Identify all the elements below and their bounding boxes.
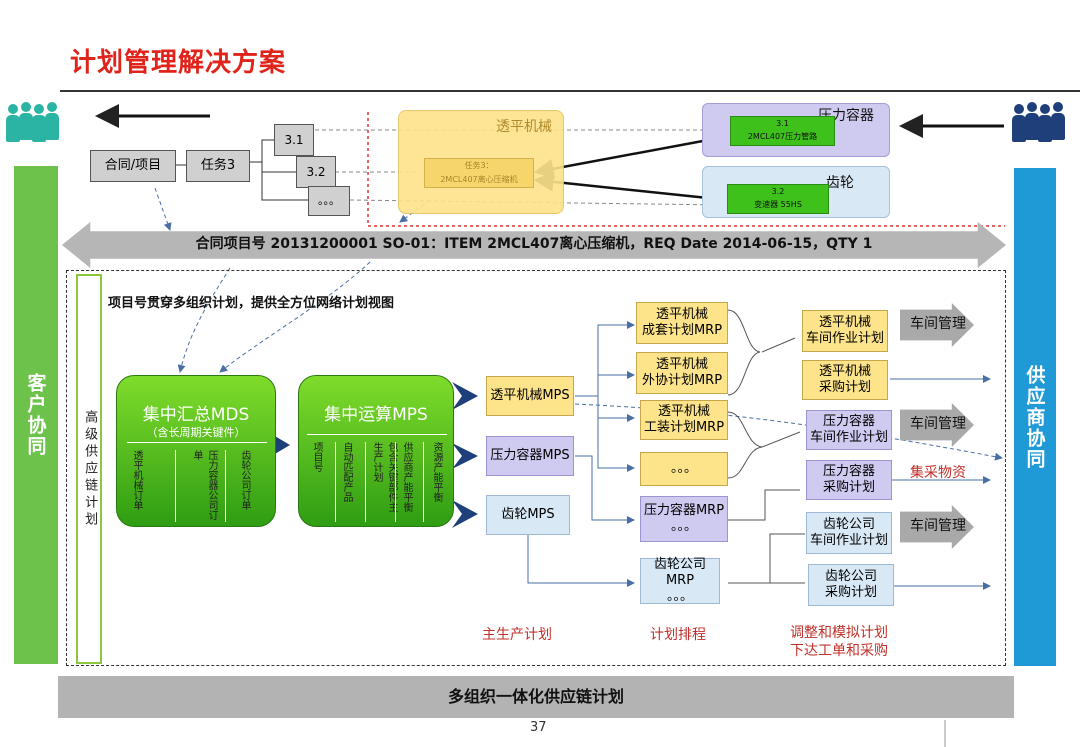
caption-adjust: 调整和模拟计划 下达工单和采购 bbox=[790, 624, 888, 660]
central-mps-col-4: 供应商产能平衡 bbox=[401, 442, 412, 512]
turbine-tooling-mrp-line1: 透平机械 bbox=[657, 403, 710, 419]
turbine-mps-box: 透平机械MPS bbox=[486, 376, 574, 416]
mds-col-2: 压力容器公司订单 bbox=[191, 450, 217, 520]
pressure-mrp-box: 压力容器MRP 。。。 bbox=[640, 496, 728, 542]
turbine-more-mrp-box: 。。。 bbox=[640, 452, 728, 486]
pressure-mrp-line2: 。。。 bbox=[670, 519, 697, 534]
central-mps-col-3: 包含关键部件主生产计划 bbox=[371, 442, 397, 512]
customer-people-icon bbox=[6, 102, 62, 146]
gear-mrp-box: 齿轮公司MRP 。。。 bbox=[640, 556, 720, 605]
central-mps-title: 集中运算MPS bbox=[324, 405, 428, 425]
turbine-workshop-plan-line1: 透平机械 bbox=[818, 314, 871, 330]
gear-mps-box: 齿轮MPS bbox=[486, 495, 570, 535]
pressure-workshop-plan-line2: 车间作业计划 bbox=[809, 430, 888, 445]
mds-title: 集中汇总MDS bbox=[142, 405, 250, 425]
caption-master-production: 主生产计划 bbox=[482, 627, 552, 643]
subtask-more-box: 。。。 bbox=[308, 186, 350, 216]
gear-purchase-plan-line2: 采购计划 bbox=[824, 585, 877, 600]
pressure-purchase-plan-box: 压力容器 采购计划 bbox=[806, 460, 892, 500]
subtask-3-1-box: 3.1 bbox=[274, 124, 314, 156]
turbine-workshop-plan-line2: 车间作业计划 bbox=[805, 331, 884, 346]
supplier-collaboration-bar: 供应商协同 bbox=[1014, 168, 1056, 666]
turbine-task-line2: 2MCL407离心压缩机 bbox=[440, 175, 518, 184]
turbine-set-mrp-line2: 成套计划MRP bbox=[641, 323, 723, 338]
gear-sub-box: 3.2 变速器 55HS bbox=[727, 184, 829, 214]
central-mps-col-1: 项目号 bbox=[311, 442, 322, 472]
pressure-workshop-plan-box: 压力容器 车间作业计划 bbox=[806, 410, 892, 450]
bottom-banner: 多组织一体化供应链计划 bbox=[58, 676, 1014, 718]
gear-mrp-line2: 。。。 bbox=[666, 589, 693, 605]
gear-purchase-plan-line1: 齿轮公司 bbox=[824, 568, 877, 584]
mds-col-1: 透平机械订单 bbox=[131, 450, 142, 510]
pressure-mrp-line1: 压力容器MRP bbox=[643, 502, 725, 518]
central-mps-col-2: 自动匹配产品 bbox=[341, 442, 352, 502]
central-mps-box: 集中运算MPS 项目号 自动匹配产品 包含关键部件主生产计划 供应商产能平衡 资… bbox=[298, 375, 454, 527]
caption-adjust-line1: 调整和模拟计划 bbox=[790, 625, 888, 641]
supplier-people-icon bbox=[1012, 102, 1068, 146]
gear-workshop-plan-box: 齿轮公司 车间作业计划 bbox=[806, 512, 892, 554]
turbine-task-box: 任务3： 2MCL407离心压缩机 bbox=[424, 158, 534, 188]
pressure-sub-line2: 2MCL407压力管路 bbox=[747, 132, 818, 141]
gear-sub-line1: 3.2 bbox=[771, 187, 785, 196]
advanced-supply-chain-box: 高级供应链计划 bbox=[76, 274, 102, 664]
caption-scheduling: 计划排程 bbox=[650, 627, 706, 643]
customer-collaboration-bar: 客户协同 bbox=[14, 166, 58, 664]
turbine-outsource-mrp-box: 透平机械 外协计划MRP bbox=[636, 352, 728, 394]
centralized-purchase-label: 集采物资 bbox=[910, 465, 966, 481]
page-number: 37 bbox=[530, 720, 547, 735]
planning-area bbox=[66, 270, 1006, 666]
gear-purchase-plan-box: 齿轮公司 采购计划 bbox=[808, 564, 894, 606]
pressure-workshop-plan-line1: 压力容器 bbox=[822, 413, 875, 429]
gear-sub-line2: 变速器 55HS bbox=[754, 200, 802, 209]
pressure-sub-line1: 3.1 bbox=[776, 119, 789, 128]
turbine-purchase-plan-box: 透平机械 采购计划 bbox=[802, 360, 888, 400]
gear-workshop-plan-line1: 齿轮公司 bbox=[822, 516, 875, 532]
task3-box: 任务3 bbox=[186, 150, 250, 182]
turbine-purchase-plan-line1: 透平机械 bbox=[818, 363, 871, 379]
caption-adjust-line2: 下达工单和采购 bbox=[790, 643, 888, 659]
mds-col-3: 齿轮公司订单 bbox=[239, 450, 250, 510]
page-title: 计划管理解决方案 bbox=[70, 48, 287, 78]
mds-subtitle: （含长周期关键件） bbox=[146, 426, 246, 439]
turbine-purchase-plan-line2: 采购计划 bbox=[818, 380, 871, 395]
red-dotted-border bbox=[367, 112, 1005, 227]
turbine-tooling-mrp-line2: 工装计划MRP bbox=[643, 420, 725, 435]
gear-label: 齿轮 bbox=[826, 175, 854, 191]
pressure-purchase-plan-line1: 压力容器 bbox=[822, 463, 875, 479]
central-mps-col-5: 资源产能平衡 bbox=[431, 442, 442, 502]
pressure-mps-box: 压力容器MPS bbox=[486, 436, 574, 476]
pressure-purchase-plan-line2: 采购计划 bbox=[822, 480, 875, 495]
pressure-sub-box: 3.1 2MCL407压力管路 bbox=[730, 116, 835, 146]
turbine-hub-label: 透平机械 bbox=[496, 119, 552, 135]
title-underline bbox=[60, 90, 1080, 92]
turbine-set-mrp-box: 透平机械 成套计划MRP bbox=[636, 302, 728, 344]
turbine-outsource-mrp-line2: 外协计划MRP bbox=[641, 373, 723, 388]
section-note: 项目号贯穿多组织计划，提供全方位网络计划视图 bbox=[108, 296, 395, 311]
turbine-workshop-plan-box: 透平机械 车间作业计划 bbox=[802, 310, 888, 352]
turbine-set-mrp-line1: 透平机械 bbox=[655, 306, 708, 322]
gear-workshop-plan-line2: 车间作业计划 bbox=[809, 533, 888, 548]
turbine-task-line1: 任务3： bbox=[464, 161, 494, 170]
turbine-outsource-mrp-line1: 透平机械 bbox=[655, 356, 708, 372]
gear-mrp-line1: 齿轮公司MRP bbox=[653, 556, 706, 588]
contract-project-box: 合同/项目 bbox=[90, 150, 176, 182]
subtask-3-2-box: 3.2 bbox=[296, 156, 336, 188]
mds-box: 集中汇总MDS （含长周期关键件） 透平机械订单 压力容器公司订单 齿轮公司订单 bbox=[116, 375, 276, 527]
turbine-tooling-mrp-box: 透平机械 工装计划MRP bbox=[640, 400, 728, 440]
